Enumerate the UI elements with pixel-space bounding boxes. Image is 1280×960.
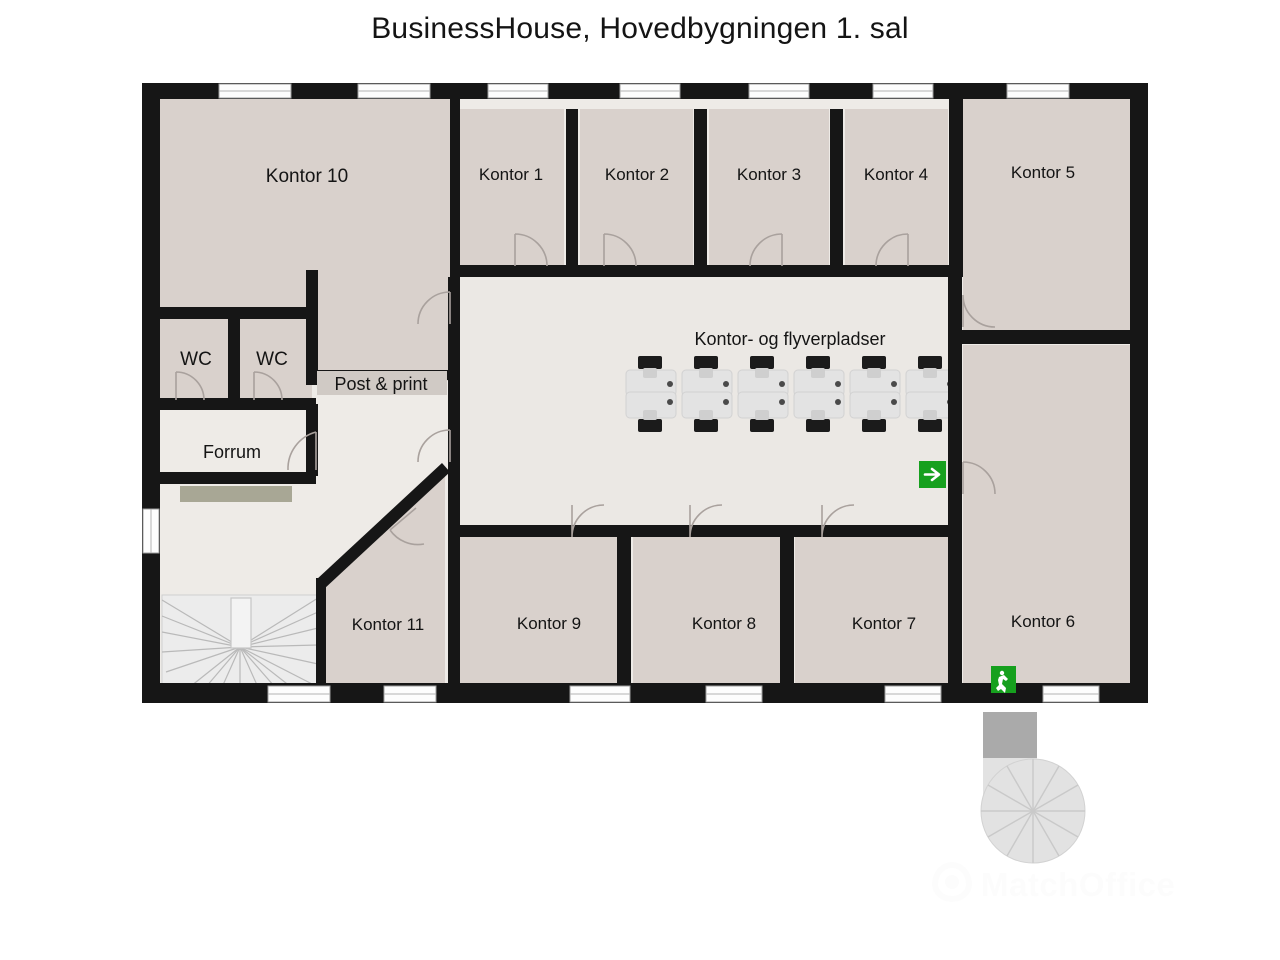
wall-forrum-south	[158, 472, 316, 484]
label-kontor-9: Kontor 9	[517, 614, 581, 633]
label-forrum: Forrum	[203, 442, 261, 462]
label-kontor-6: Kontor 6	[1011, 612, 1075, 631]
desk-cluster	[625, 356, 957, 432]
exit-runner-icon	[996, 670, 1008, 693]
room-fill-kontor-2	[580, 109, 693, 265]
post-print-banner	[317, 371, 447, 395]
page-title: BusinessHouse, Hovedbygningen 1. sal	[371, 12, 909, 45]
wall-kontor10-kontor1	[450, 99, 460, 275]
wall-wc-forrum	[158, 398, 316, 410]
exterior-spiral-staircase-icon	[980, 712, 1086, 864]
door-swings	[175, 233, 996, 546]
wall-kontor4-kontor5	[949, 99, 963, 275]
label-open-office: Kontor- og flyverpladser	[694, 329, 885, 349]
room-fill-kontor-6	[963, 345, 1134, 699]
wall-wc-east	[306, 315, 318, 385]
wall-open-office-west	[448, 277, 460, 527]
wall-open-office-south	[448, 525, 962, 537]
label-kontor-4: Kontor 4	[864, 165, 928, 184]
lobby-bench	[180, 486, 292, 502]
room-fill-kontor-3	[709, 109, 829, 265]
wall-kontor7-kontor6	[948, 527, 962, 699]
room-fill-kontor-10	[158, 97, 450, 315]
wall-kontor10-wc-top	[158, 307, 318, 319]
wall-kontor9-kontor8	[617, 537, 631, 699]
room-fill-wc-1	[158, 318, 234, 404]
exit-sign-runner[interactable]	[991, 666, 1016, 693]
room-fill-kontor-11	[320, 467, 445, 699]
wall-forrum-east	[306, 404, 318, 476]
wall-kontor11-west	[316, 578, 326, 699]
room-fill-kontor-9	[458, 537, 617, 699]
wall-kontor3-kontor4	[830, 109, 843, 275]
exterior-wall-left	[142, 83, 160, 703]
furniture	[161, 356, 957, 696]
label-kontor-2: Kontor 2	[605, 165, 669, 184]
label-kontor-8: Kontor 8	[692, 614, 756, 633]
room-fill-wc-2	[239, 318, 312, 404]
wall-kontor11-diagonal	[316, 463, 450, 589]
spiral-staircase-icon	[161, 594, 319, 696]
exit-sign-arrow[interactable]	[919, 461, 946, 488]
room-fill-kontor-5	[963, 97, 1134, 330]
wall-kontor5-kontor6	[948, 330, 1134, 344]
label-kontor-11: Kontor 11	[352, 615, 424, 634]
exterior-wall-right	[1130, 83, 1148, 703]
exit-arrow-icon	[923, 467, 941, 482]
wall-top-offices-corridor	[450, 265, 963, 277]
room-fill-kontor-7	[795, 537, 948, 699]
label-kontor-5: Kontor 5	[1011, 163, 1075, 182]
wall-kontor2-kontor3	[694, 109, 707, 275]
label-kontor-7: Kontor 7	[852, 614, 916, 633]
label-kontor-3: Kontor 3	[737, 165, 801, 184]
wall-kontor11-kontor9	[448, 527, 460, 699]
room-fill-kontor-1	[458, 109, 564, 265]
room-fill-kontor-4	[845, 109, 948, 265]
label-kontor-10: Kontor 10	[266, 166, 348, 187]
label-wc-1: WC	[180, 349, 212, 370]
desk-row-2	[625, 391, 957, 432]
windows	[142, 83, 1100, 703]
label-post-print: Post & print	[334, 374, 427, 394]
stair-landing	[230, 597, 252, 649]
label-wc-2: WC	[256, 349, 288, 370]
room-fill-kontor-8	[633, 537, 780, 699]
wall-kontor1-kontor2	[566, 109, 578, 275]
wall-open-office-east	[948, 277, 962, 527]
wall-wc-divider	[228, 315, 240, 407]
room-labels: Kontor 10 Kontor 1 Kontor 2 Kontor 3 Kon…	[180, 163, 1075, 634]
wall-kontor8-kontor7	[780, 537, 794, 699]
label-kontor-1: Kontor 1	[479, 165, 543, 184]
